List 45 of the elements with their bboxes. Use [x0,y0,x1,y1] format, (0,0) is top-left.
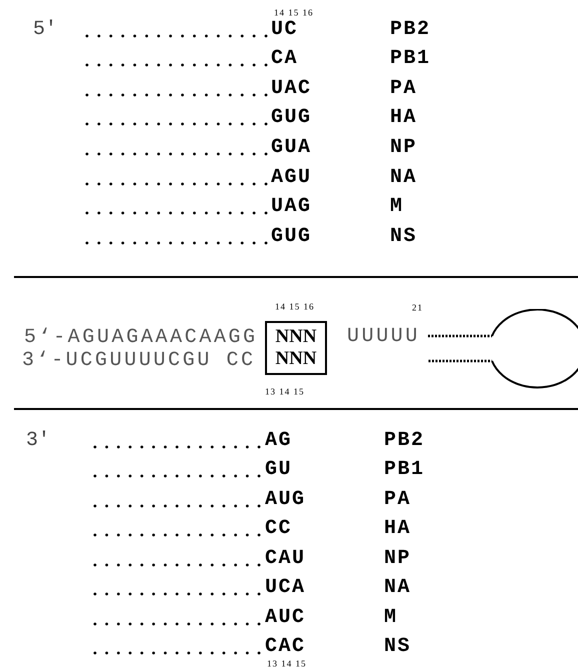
gene-segment-label: NS [390,227,418,247]
gene-segment-label: NA [384,578,412,598]
position-number: 14 15 16 [274,8,314,18]
gene-segment-label: PB1 [390,49,431,69]
gene-segment-label: PA [384,490,412,510]
gene-segment-label: M [384,608,398,628]
sequence-text: GUG [271,227,312,247]
strand-end-label: 3′ [26,431,50,451]
gene-segment-label: NP [384,549,412,569]
gene-segment-label: PB2 [390,20,431,40]
sequence-text: AUG [265,490,306,510]
gene-segment-label: M [390,197,404,217]
strand-end-label: 5′ [33,20,58,40]
gene-segment-label: HA [384,519,412,539]
position-number: 13 14 15 [265,388,304,396]
sequence-text: UAG [271,197,312,217]
sequence-text: CA [271,49,298,69]
gene-segment-label: PB1 [384,460,425,480]
sequence-text: GUG [271,108,312,128]
gene-segment-label: PA [390,79,418,99]
sequence-text: UCA [265,578,306,598]
boxed-sequence [265,321,327,375]
sequence-text: CC [265,519,292,539]
position-number: 13 14 15 [267,660,306,668]
sequence-text: 5‘-AGUAGAAACAAGG [24,328,258,348]
sequence-text: AG [265,431,292,451]
sequence-text: NNN [275,326,317,348]
sequence-text: GUA [271,138,312,158]
sequence-text: UC [271,20,298,40]
sequence-text: AUC [265,608,306,628]
sequence-text: NNN [275,348,317,370]
sequence-text: AGU [271,168,312,188]
position-number: 21 [412,304,423,312]
gene-segment-label: NP [390,138,418,158]
sequence-text: GU [265,460,292,480]
gene-segment-label: PB2 [384,431,425,451]
sequence-text: CAC [265,637,306,657]
gene-segment-label: NA [390,168,418,188]
gene-segment-label: HA [390,108,418,128]
sequence-text: 3‘-UCGUUUUCGU CC [22,351,256,371]
sequence-text: UAC [271,79,312,99]
sequence-text: CAU [265,549,306,569]
position-number: 14 15 16 [275,302,314,312]
sequence-text: UUUUU [347,327,420,347]
gene-segment-label: NS [384,637,412,657]
